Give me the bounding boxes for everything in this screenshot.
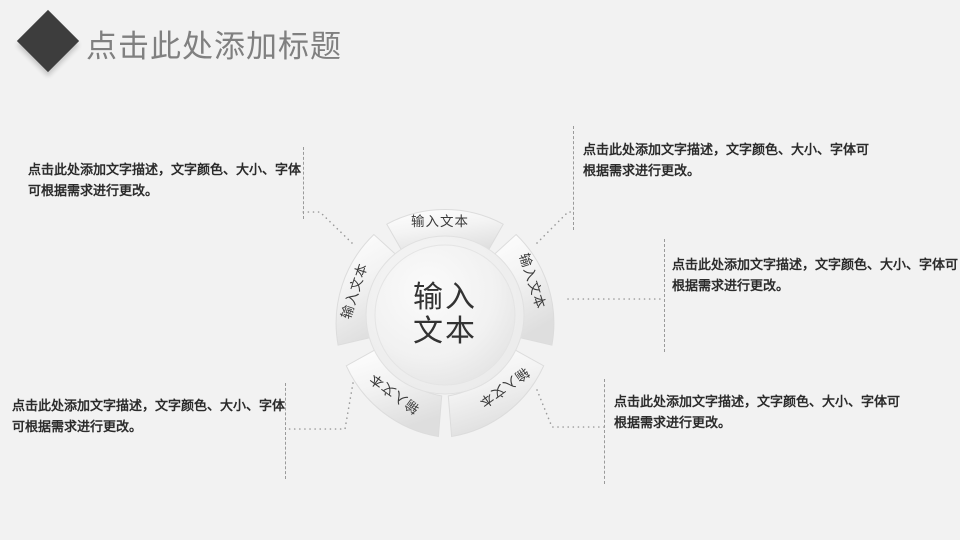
connector-top-right	[536, 211, 574, 244]
donut-segments	[335, 209, 555, 438]
connector-bottom-left	[284, 382, 354, 430]
rail-bottom-right	[604, 379, 605, 484]
connector-top-left	[302, 211, 353, 244]
rail-bottom-left	[285, 383, 286, 479]
desc-bottom-right[interactable]: 点击此处添加文字描述，文字颜色、大小、字体可根据需求进行更改。	[614, 395, 901, 432]
desc-top-right[interactable]: 点击此处添加文字描述，文字颜色、大小、字体可根据需求进行更改。	[583, 143, 870, 180]
rail-top-left	[303, 147, 304, 219]
slide-header: 点击此处添加标题	[0, 0, 960, 95]
donut-center-disc[interactable]	[374, 244, 516, 386]
page-title: 点击此处添加标题	[86, 29, 342, 65]
rail-top-right	[573, 126, 574, 230]
donut-diagram: 输入文本 输入文本 输入文本 输入文本 输入文本 输入 文本	[322, 192, 568, 438]
desc-middle-right[interactable]: 点击此处添加文字描述，文字颜色、大小、字体可根据需求进行更改。	[672, 258, 959, 295]
rail-middle-right	[664, 239, 665, 352]
donut-svg	[335, 209, 555, 438]
desc-top-left[interactable]: 点击此处添加文字描述，文字颜色、大小、字体可根据需求进行更改。	[28, 163, 302, 200]
desc-bottom-left[interactable]: 点击此处添加文字描述，文字颜色、大小、字体可根据需求进行更改。	[12, 399, 286, 436]
